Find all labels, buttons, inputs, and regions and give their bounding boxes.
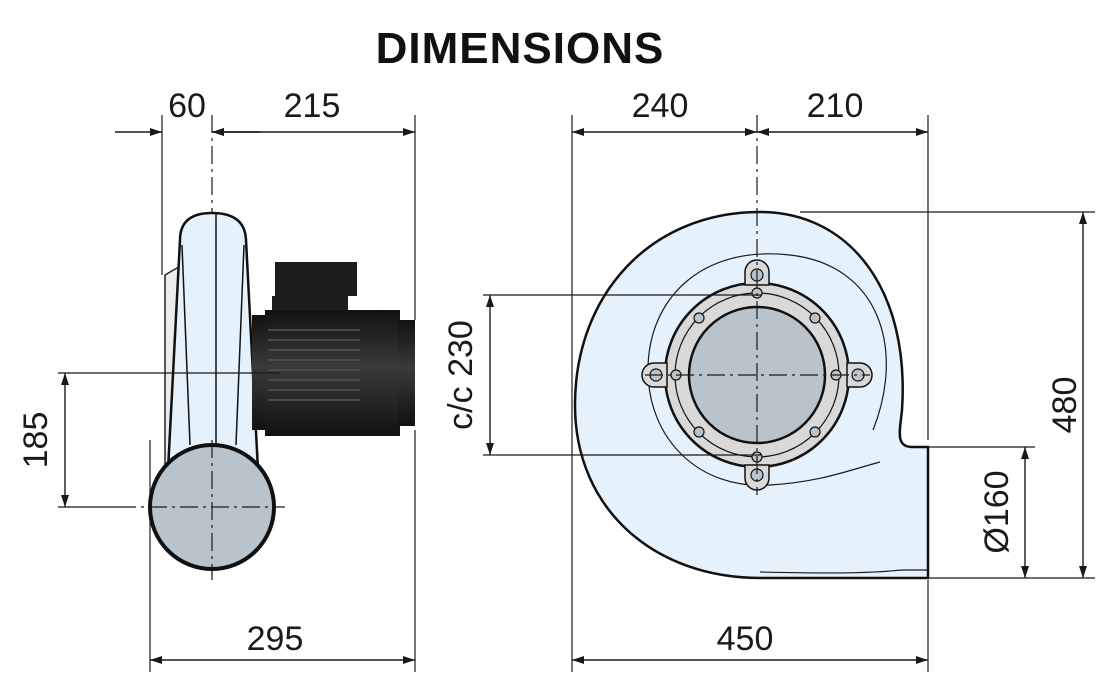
dim-450: 450	[717, 620, 774, 658]
dim-185: 185	[17, 412, 55, 469]
dim-cc-230: c/c 230	[442, 320, 480, 430]
dim-210: 210	[807, 87, 864, 125]
dim-215: 215	[284, 87, 341, 125]
front-view: 240 210	[442, 87, 1095, 672]
motor	[252, 262, 415, 436]
page-title: DIMENSIONS	[376, 24, 665, 73]
side-view: 60 215 185	[17, 87, 416, 672]
dim-240: 240	[632, 87, 689, 125]
dim-outlet-diameter: Ø160	[978, 470, 1016, 553]
dim-480: 480	[1046, 377, 1084, 434]
dim-60: 60	[168, 87, 206, 125]
dim-295: 295	[247, 620, 304, 658]
